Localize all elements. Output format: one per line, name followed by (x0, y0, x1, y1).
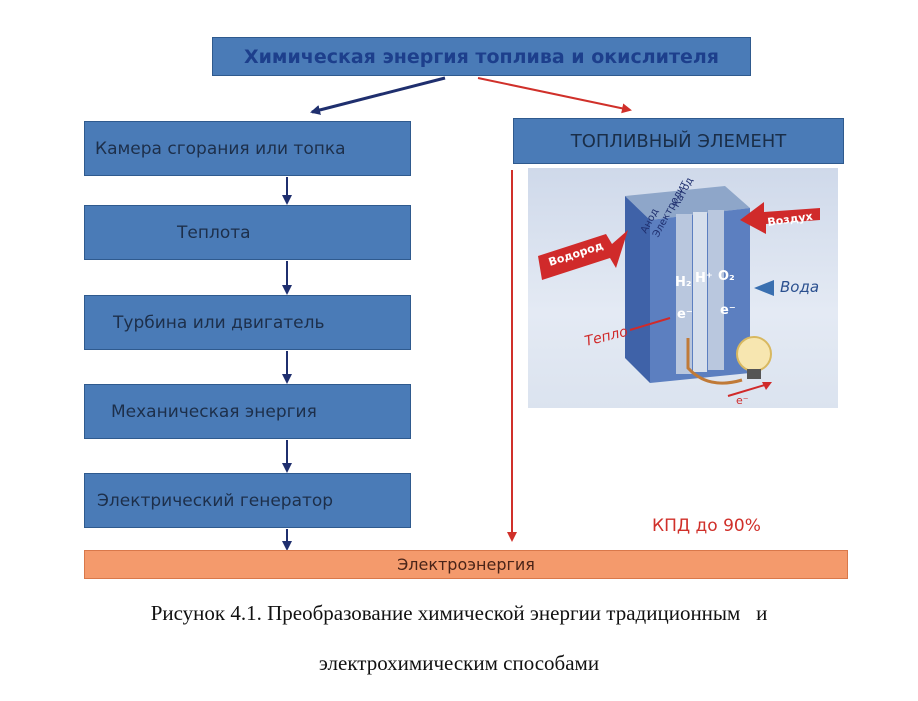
fuel-cell-illustration: Водород Воздух Анод Электролит Катод H₂ … (528, 168, 838, 408)
electron-label-right: e⁻ (720, 303, 736, 318)
heat-label-fc: Тепло (583, 324, 629, 350)
mechanical-energy-box: Механическая энергия (84, 384, 411, 439)
figure-caption-line-1: Рисунок 4.1. Преобразование химической э… (150, 601, 768, 625)
chemical-energy-box: Химическая энергия топлива и окислителя (212, 37, 751, 76)
cathode-layer (708, 210, 724, 370)
heat-box: Теплота (84, 205, 411, 260)
fuel-cell-drawing: Водород Воздух Анод Электролит Катод H₂ … (538, 176, 820, 407)
air-arrow (740, 202, 820, 234)
electric-energy-bar: Электроэнергия (84, 550, 848, 579)
heat-label: Теплота (177, 222, 251, 243)
electron-flow-label: e⁻ (736, 394, 749, 407)
electric-generator-label: Электрический генератор (97, 490, 334, 511)
cell-front-face (625, 196, 650, 383)
electric-energy-label: Электроэнергия (397, 555, 535, 574)
figure-caption-line-2: электрохимическим способами (318, 651, 600, 675)
lamp-bulb (736, 336, 772, 372)
electron-flow-arrowhead (762, 382, 772, 390)
lamp-base (747, 369, 761, 379)
o2-label: O₂ (718, 269, 735, 284)
fuel-cell-title: ТОПЛИВНЫЙ ЭЛЕМЕНТ (570, 130, 787, 152)
chemical-energy-label: Химическая энергия топлива и окислителя (243, 45, 720, 68)
arrow-top-to-chain (310, 76, 446, 115)
turbine-label: Турбина или двигатель (113, 312, 325, 333)
turbine-box: Турбина или двигатель (84, 295, 411, 350)
heat-arrow (629, 317, 671, 331)
combustion-chamber-label: Камера сгорания или топка (95, 138, 346, 159)
electric-generator-box: Электрический генератор (84, 473, 411, 528)
circuit-wire (686, 338, 743, 385)
electrolyte-layer (693, 212, 707, 372)
anode-layer (676, 214, 692, 374)
h2-label: H₂ (675, 275, 692, 290)
efficiency-label: КПД до 90% (652, 516, 761, 536)
electron-label-left: e⁻ (677, 307, 693, 322)
mechanical-energy-label: Механическая энергия (111, 401, 317, 422)
h-plus-label: H⁺ (695, 271, 713, 286)
fuel-cell-box: ТОПЛИВНЫЙ ЭЛЕМЕНТ (513, 118, 844, 164)
combustion-chamber-box: Камера сгорания или топка (84, 121, 411, 176)
arrow-top-to-fuel-cell (477, 77, 632, 114)
air-label: Воздух (767, 210, 814, 229)
electron-flow-arrow (727, 383, 769, 397)
water-arrow (754, 280, 774, 296)
water-label: Вода (780, 278, 819, 296)
hydrogen-arrow (538, 230, 628, 280)
